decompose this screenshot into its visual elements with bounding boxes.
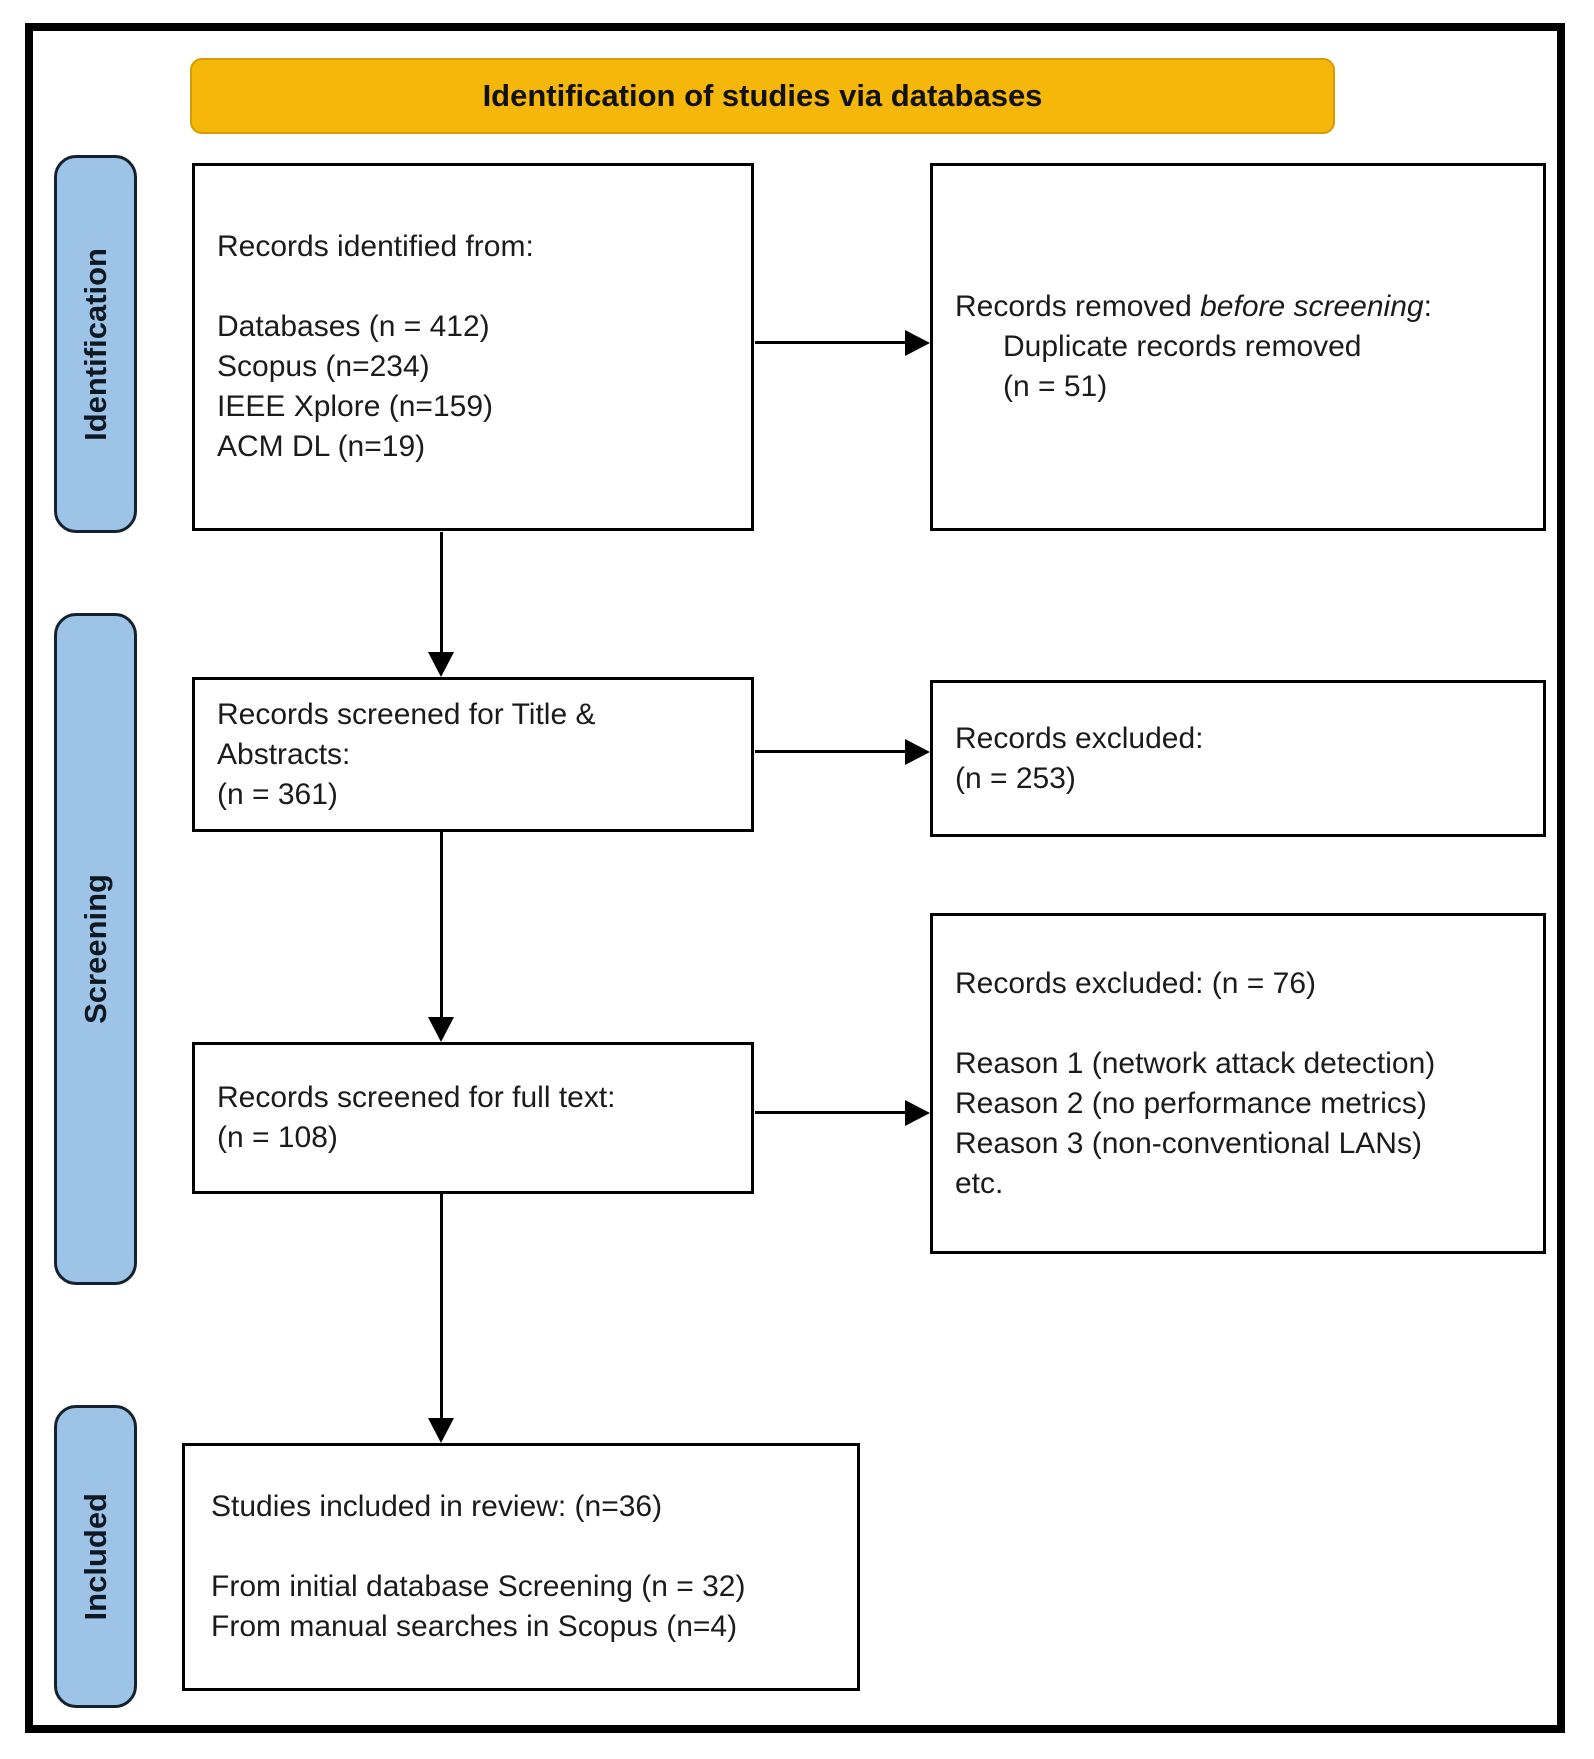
- box-line: (n = 253): [955, 761, 1076, 795]
- stage-label-identification: Identification: [54, 155, 137, 533]
- box-line: Scopus (n=234): [217, 350, 430, 383]
- arrowhead-right-icon: [905, 739, 930, 765]
- arrow-line: [755, 341, 905, 344]
- arrow-line: [440, 832, 443, 1018]
- arrowhead-down-icon: [428, 1418, 454, 1443]
- box-line-text: :: [1423, 290, 1432, 323]
- box-line: Reason 2 (no performance metrics): [955, 1086, 1427, 1120]
- stage-label-text: Identification: [77, 247, 113, 441]
- box-line: (n = 108): [217, 1121, 338, 1154]
- arrow-line: [755, 750, 905, 753]
- box-heading: Studies included in review: (n=36): [211, 1490, 663, 1523]
- box-records-identified: Records identified from: Databases (n = …: [192, 163, 754, 531]
- box-line: Records screened for Title &: [217, 697, 596, 731]
- box-records-removed: Records removed before screening: Duplic…: [930, 163, 1546, 531]
- box-line: Reason 3 (non-conventional LANs): [955, 1126, 1422, 1160]
- box-line: From initial database Screening (n = 32): [211, 1570, 746, 1603]
- outer-border: [25, 23, 1565, 1733]
- box-line: Records excluded:: [955, 721, 1204, 755]
- box-line: (n = 51): [1003, 370, 1108, 403]
- title-banner: Identification of studies via databases: [190, 58, 1335, 134]
- box-line: Abstracts:: [217, 737, 351, 771]
- box-line: Records screened for full text:: [217, 1081, 616, 1114]
- diagram-title: Identification of studies via databases: [482, 78, 1043, 113]
- arrowhead-right-icon: [905, 330, 930, 356]
- arrowhead-right-icon: [905, 1100, 930, 1126]
- box-line: (n = 361): [217, 777, 338, 811]
- box-records-screened-title-abstract: Records screened for Title & Abstracts: …: [192, 677, 754, 832]
- box-studies-included: Studies included in review: (n=36) From …: [182, 1443, 860, 1691]
- box-line: IEEE Xplore (n=159): [217, 390, 493, 423]
- arrow-line: [440, 1193, 443, 1419]
- arrow-line: [440, 532, 443, 653]
- arrowhead-down-icon: [428, 652, 454, 677]
- arrowhead-down-icon: [428, 1017, 454, 1042]
- box-line: Reason 1 (network attack detection): [955, 1046, 1436, 1080]
- stage-label-text: Screening: [77, 874, 113, 1024]
- box-line-text: Records removed: [955, 290, 1201, 323]
- stage-label-included: Included: [54, 1405, 137, 1708]
- box-records-excluded-fulltext: Records excluded: (n = 76) Reason 1 (net…: [930, 913, 1546, 1254]
- box-records-screened-fulltext: Records screened for full text: (n = 108…: [192, 1042, 754, 1194]
- stage-label-text: Included: [77, 1492, 113, 1621]
- stage-label-screening: Screening: [54, 613, 137, 1285]
- box-heading: Records excluded: (n = 76): [955, 966, 1317, 1000]
- box-records-excluded-title: Records excluded: (n = 253): [930, 680, 1546, 837]
- box-line: Records removed before screening:: [955, 287, 1529, 327]
- box-line-italic-text: before screening: [1200, 290, 1424, 323]
- box-line: Duplicate records removed: [1003, 330, 1362, 363]
- box-line: etc.: [955, 1166, 1004, 1200]
- box-line: ACM DL (n=19): [217, 430, 426, 463]
- box-line: From manual searches in Scopus (n=4): [211, 1610, 738, 1643]
- box-line: Databases (n = 412): [217, 310, 490, 343]
- arrow-line: [755, 1111, 905, 1114]
- box-heading: Records identified from:: [217, 230, 534, 263]
